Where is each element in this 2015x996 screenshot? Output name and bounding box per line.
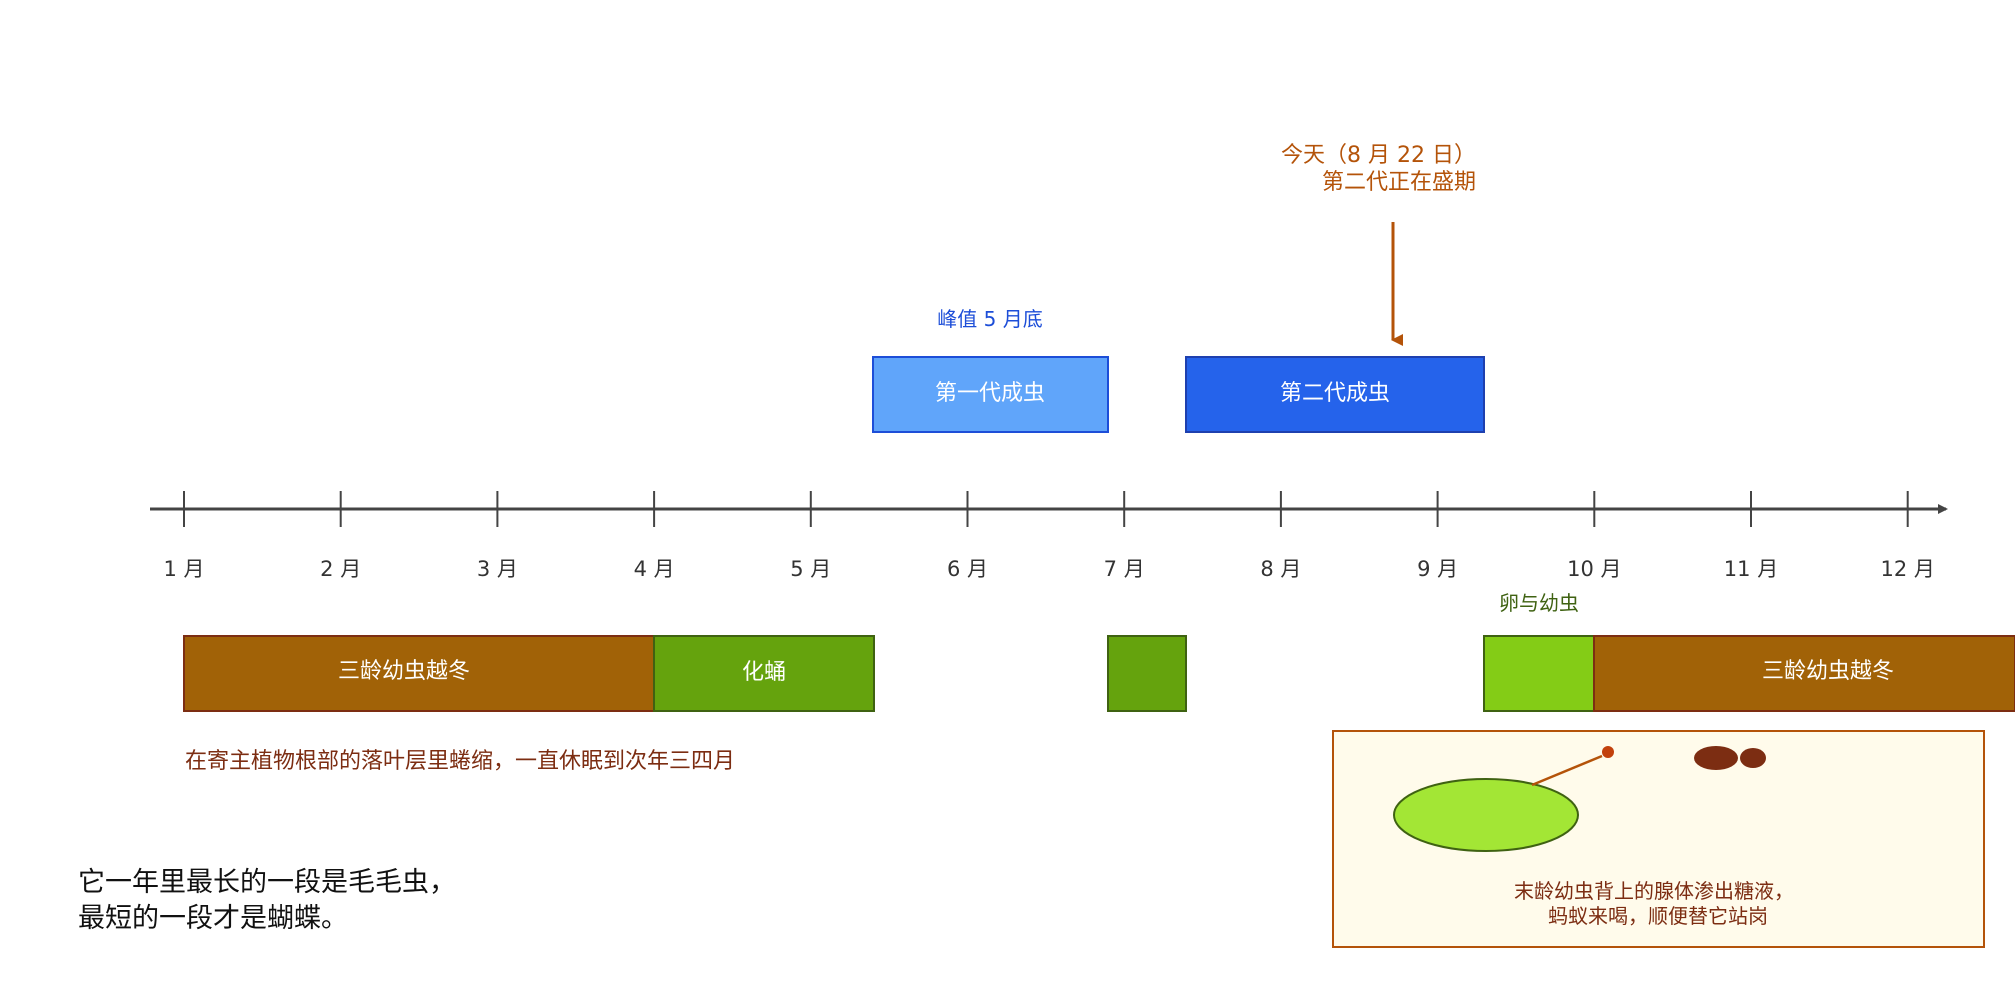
axis-tick-label-8: 8 月 — [1260, 557, 1301, 581]
axis-ticks — [183, 491, 1909, 527]
stage-bars: 卵与幼虫 三龄幼虫越冬 化蛹 三龄幼虫越冬 在寄主植物根部的落叶层里蜷缩，一直休… — [183, 591, 2015, 774]
summary-text: 它一年里最长的一段是毛毛虫， 最短的一段才是蝴蝶。 — [78, 867, 456, 934]
stage-bar-summer-egg-larva — [1107, 635, 1187, 712]
gen1-adult-bar — [872, 356, 1109, 433]
gen1-adult-label: 第一代成虫 — [935, 381, 1045, 406]
axis-tick-label-6: 6 月 — [947, 557, 988, 581]
axis-tick-label-4: 4 月 — [634, 557, 675, 581]
axis-tick-label-11: 11 月 — [1724, 557, 1778, 581]
ant-body-icon — [1740, 748, 1766, 768]
stage-bar-egg-larva — [1483, 635, 1595, 712]
month-axis: 1 月 2 月 3 月 4 月 5 月 6 月 7 月 8 月 9 月 10 月 11 月 12 月 — [150, 491, 1948, 581]
today-date-label: 今天（8 月 22 日） — [1281, 143, 1476, 168]
sugar-droplet-icon — [1602, 746, 1614, 758]
egg-larva-label: 卵与幼虫 — [1499, 591, 1579, 615]
stage-label-overwinter-start: 三龄幼虫越冬 — [338, 659, 470, 684]
stage-bar-pupa — [653, 635, 875, 712]
gen2-adult-label: 第二代成虫 — [1280, 381, 1390, 406]
axis-tick-labels: 1 月 2 月 3 月 4 月 5 月 6 月 7 月 8 月 9 月 10 月 11 月 12 月 — [163, 557, 1934, 581]
axis-tick-label-3: 3 月 — [477, 557, 518, 581]
gland-pointer — [1531, 754, 1603, 787]
axis-tick-label-5: 5 月 — [790, 557, 831, 581]
axis-tick-label-7: 7 月 — [1104, 557, 1145, 581]
stage-label-pupa: 化蛹 — [742, 660, 786, 685]
today-annotation: 今天（8 月 22 日） 第二代正在盛期 — [1281, 143, 1476, 346]
today-status-label: 第二代正在盛期 — [1322, 170, 1476, 195]
stage-label-overwinter-end: 三龄幼虫越冬 — [1762, 659, 1894, 684]
axis-tick-label-12: 12 月 — [1880, 557, 1934, 581]
inset-caption-line1: 末龄幼虫背上的腺体渗出糖液， — [1514, 879, 1794, 903]
ant-larva-inset: 末龄幼虫背上的腺体渗出糖液， 蚂蚁来喝，顺便替它站岗 — [1332, 730, 1985, 948]
overwinter-note: 在寄主植物根部的落叶层里蜷缩，一直休眠到次年三四月 — [185, 749, 735, 774]
stage-bar-overwinter-start — [183, 635, 655, 712]
stage-bar-overwinter-end — [1593, 635, 2015, 712]
axis-tick-label-9: 9 月 — [1417, 557, 1458, 581]
gen1-peak-note: 峰值 5 月底 — [937, 307, 1042, 331]
inset-caption-line2: 蚂蚁来喝，顺便替它站岗 — [1548, 904, 1768, 928]
axis-tick-label-10: 10 月 — [1567, 557, 1621, 581]
ant-head-icon — [1694, 746, 1738, 770]
axis-tick-label-1: 1 月 — [163, 557, 204, 581]
larva-body — [1393, 778, 1579, 852]
summary-line2: 最短的一段才是蝴蝶。 — [78, 903, 348, 934]
adult-generations: 峰值 5 月底 第一代成虫 第二代成虫 — [872, 307, 1485, 433]
axis-tick-label-2: 2 月 — [320, 557, 361, 581]
summary-line1: 它一年里最长的一段是毛毛虫， — [78, 867, 456, 898]
gen2-adult-bar — [1185, 356, 1485, 433]
